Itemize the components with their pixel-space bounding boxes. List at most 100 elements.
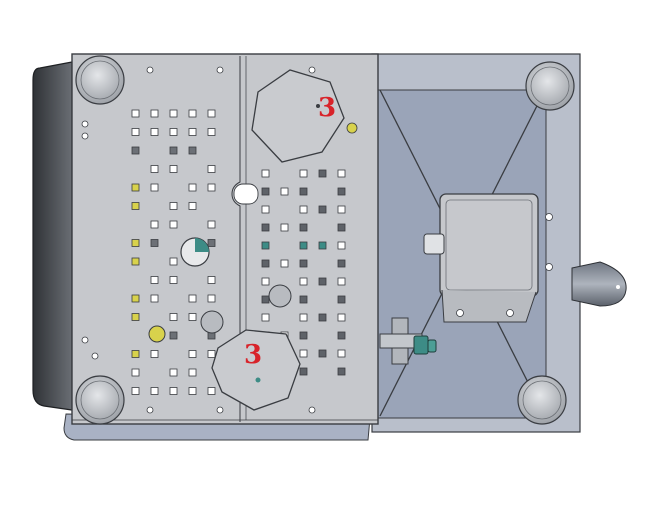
side-panel — [32, 61, 73, 411]
plate-hole — [337, 223, 346, 232]
plate-hole — [131, 350, 140, 358]
plate-hole — [299, 331, 308, 340]
plate-hole — [188, 294, 197, 303]
divider-slot — [233, 183, 259, 205]
plate-hole — [337, 277, 346, 286]
plate-hole — [261, 205, 270, 214]
round-foot-icon — [525, 61, 575, 111]
plate-hole — [169, 387, 178, 395]
plate-hole — [318, 169, 327, 178]
plate-hole — [207, 350, 216, 358]
plate-hole — [169, 146, 178, 155]
plate-hole — [150, 165, 159, 173]
plate-hole — [169, 331, 178, 340]
center-bore — [180, 237, 210, 267]
plate-hole — [299, 295, 308, 304]
plate-hole — [318, 205, 327, 214]
plate-hole — [299, 313, 308, 322]
plate-hole — [150, 387, 159, 395]
plate-hole — [131, 239, 140, 247]
corner-screws — [81, 66, 316, 414]
plate-hole — [299, 259, 308, 268]
plate-hole — [337, 187, 346, 196]
plate-hole — [131, 146, 140, 155]
plate-hole — [337, 169, 346, 178]
plate-hole — [280, 223, 289, 232]
plate-hole — [131, 368, 140, 377]
plate-hole — [169, 368, 178, 377]
plate-hole — [261, 223, 270, 232]
plate-hole — [131, 128, 140, 136]
plate-hole — [318, 313, 327, 322]
plate-hole — [299, 223, 308, 232]
plate-hole — [318, 349, 327, 358]
plate-hole — [207, 165, 216, 173]
plate-hole — [337, 295, 346, 304]
plate-hole — [188, 146, 197, 155]
plate-hole — [131, 313, 140, 321]
plate-hole — [207, 109, 216, 118]
hex-boss-icon — [251, 69, 345, 163]
plate-hole — [169, 220, 178, 229]
t-fitting-icon — [379, 317, 437, 365]
plate-hole — [207, 294, 216, 303]
plate-hole — [169, 165, 178, 173]
plate-hole — [299, 187, 308, 196]
plate-hole — [188, 387, 197, 395]
plate-hole — [188, 183, 197, 192]
plate-hole — [188, 202, 197, 210]
plate-hole — [150, 183, 159, 192]
plate-hole — [169, 257, 178, 266]
plate-hole — [207, 387, 216, 395]
plate-hole — [261, 295, 270, 304]
plate-hole — [261, 241, 270, 250]
plate-hole — [299, 277, 308, 286]
callout-label-upper: 3 — [318, 93, 337, 123]
plate-hole — [188, 109, 197, 118]
plate-hole — [131, 109, 140, 118]
plate-hole — [150, 220, 159, 229]
plate-hole — [150, 350, 159, 358]
plate-hole — [337, 331, 346, 340]
plate-hole — [169, 202, 178, 210]
plate-hole — [337, 349, 346, 358]
plate-hole — [150, 276, 159, 284]
plate-hole — [280, 187, 289, 196]
plate-hole — [207, 239, 216, 247]
plate-hole — [207, 128, 216, 136]
plate-hole — [131, 294, 140, 303]
plate-hole — [318, 241, 327, 250]
plate-hole — [131, 387, 140, 395]
plate-hole — [188, 368, 197, 377]
plate-hole — [261, 313, 270, 322]
plate-hole — [169, 128, 178, 136]
plate-hole — [261, 277, 270, 286]
plate-hole — [188, 350, 197, 358]
section-divider — [231, 56, 241, 422]
round-foot-icon — [75, 55, 125, 105]
plate-hole — [169, 276, 178, 284]
plate-hole — [207, 220, 216, 229]
plate-hole — [169, 313, 178, 321]
hex-boss-icon — [211, 329, 301, 411]
round-foot-icon — [75, 375, 125, 425]
callout-label-lower: 3 — [244, 340, 263, 370]
round-foot-icon — [517, 375, 567, 425]
plate-hole — [207, 183, 216, 192]
plate-hole — [188, 313, 197, 321]
plate-hole — [261, 187, 270, 196]
plate-hole — [131, 183, 140, 192]
plate-hole — [299, 349, 308, 358]
plate-hole — [299, 205, 308, 214]
plate-hole — [299, 367, 308, 376]
plate-hole — [337, 367, 346, 376]
plate-hole — [299, 241, 308, 250]
plate-hole — [150, 109, 159, 118]
plate-hole — [150, 239, 159, 247]
plate-hole — [150, 294, 159, 303]
plate-hole — [131, 257, 140, 266]
plate-hole — [131, 202, 140, 210]
plate-hole — [337, 313, 346, 322]
plate-hole — [261, 169, 270, 178]
